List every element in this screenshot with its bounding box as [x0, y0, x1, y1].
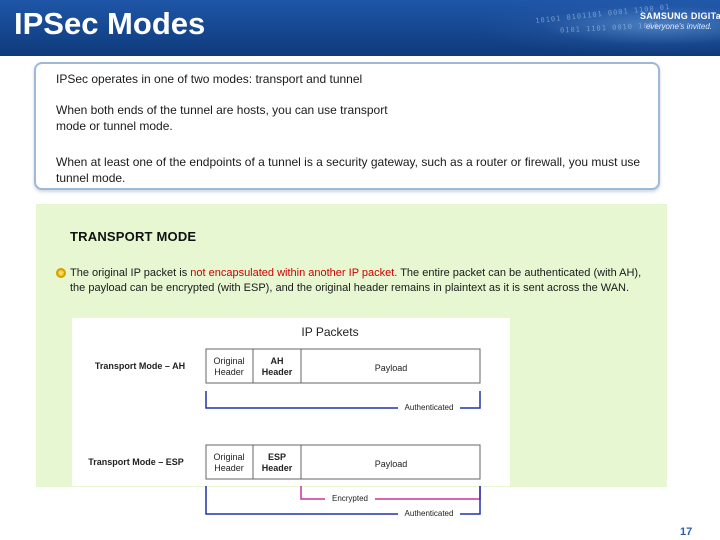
esp-authenticated-bracket: [205, 486, 481, 515]
intro-line-hosts: When both ends of the tunnel are hosts, …: [56, 103, 388, 133]
ah-orig-header-line2: Header: [214, 367, 244, 377]
ah-packet: [205, 348, 481, 384]
description-part-1: The original IP packet is: [70, 267, 191, 279]
bullet-icon: [56, 268, 66, 278]
ah-orig-header-line1: Original: [213, 356, 244, 366]
ah-header-line1: AH: [271, 356, 284, 366]
intro-box: IPSec operates in one of two modes: tran…: [34, 62, 660, 190]
page-title: IPSec Modes: [14, 6, 206, 41]
esp-header-line2: Header: [262, 463, 293, 473]
esp-authenticated-label: Authenticated: [405, 509, 454, 518]
samsung-logo: SAMSUNG DIGITall everyone's invited.: [640, 11, 720, 31]
transport-mode-description: The original IP packet is not encapsulat…: [70, 266, 655, 296]
description-part-2: The entire packet can be authenticated (…: [70, 267, 642, 294]
ip-packets-svg: IP Packets Transport Mode – AH Original …: [72, 318, 510, 518]
esp-orig-header-line1: Original: [213, 452, 244, 462]
esp-encrypted-label: Encrypted: [332, 494, 368, 503]
esp-orig-header-line2: Header: [214, 463, 244, 473]
esp-auth-label-bg: [398, 507, 460, 518]
esp-row-label: Transport Mode – ESP: [88, 457, 184, 467]
page-number: 17: [680, 526, 693, 538]
ip-packets-diagram: IP Packets Transport Mode – AH Original …: [72, 318, 510, 518]
ah-authenticated-label: Authenticated: [405, 403, 454, 412]
ah-payload: Payload: [375, 363, 408, 373]
diagram-title: IP Packets: [301, 325, 358, 339]
intro-line-gateway: When at least one of the endpoints of a …: [56, 155, 641, 185]
header-banner: 10101 0101101 0001 1100 01 0101 1101 001…: [0, 0, 720, 56]
description-highlight: not encapsulated within another IP packe…: [190, 267, 398, 279]
header-decoration: [470, 0, 720, 56]
ah-auth-label-bg: [398, 401, 460, 413]
intro-line-modes: IPSec operates in one of two modes: tran…: [56, 72, 363, 86]
ah-authenticated-bracket: [205, 391, 481, 409]
ah-row-label: Transport Mode – AH: [95, 361, 185, 371]
logo-tagline: everyone's invited.: [645, 22, 712, 31]
esp-payload: Payload: [375, 459, 408, 469]
esp-packet: [205, 444, 481, 480]
ah-header-line2: Header: [262, 367, 293, 377]
transport-mode-heading: TRANSPORT MODE: [70, 229, 197, 244]
logo-text: SAMSUNG DIGITall: [640, 11, 720, 21]
esp-enc-label-bg: [325, 492, 375, 504]
esp-header-line1: ESP: [268, 452, 286, 462]
